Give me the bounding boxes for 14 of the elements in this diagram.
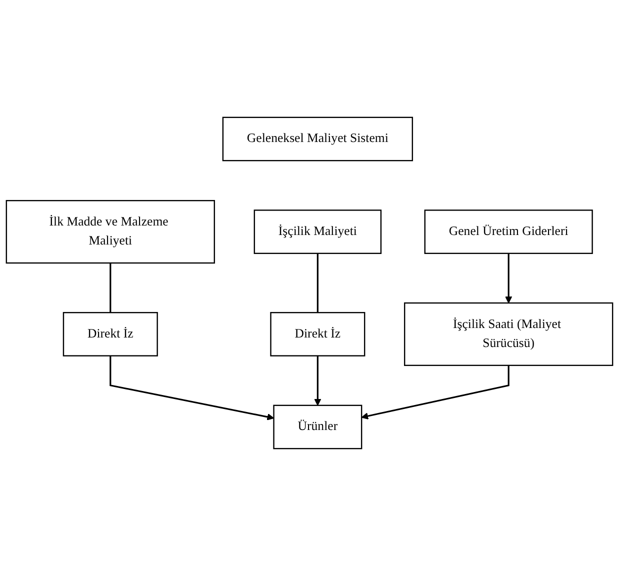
- arrow: [314, 355, 322, 406]
- node-box: İşçilik Maliyeti: [254, 209, 382, 254]
- connector: [110, 262, 112, 312]
- connector: [316, 252, 318, 312]
- node-box: Direkt İz: [270, 311, 366, 356]
- node-box: İlk Madde ve Malzeme Maliyeti: [6, 200, 215, 264]
- node-box: Genel Üretim Giderleri: [424, 209, 593, 254]
- arrow: [505, 252, 512, 303]
- arrow: [110, 355, 274, 420]
- arrow: [361, 364, 510, 419]
- node-box: Direkt İz: [62, 311, 158, 356]
- node-box: İşçilik Saati (Maliyet Sürücüsü): [404, 302, 614, 366]
- node-box: Geleneksel Maliyet Sistemi: [222, 116, 414, 161]
- node-box: Ürünler: [273, 404, 362, 449]
